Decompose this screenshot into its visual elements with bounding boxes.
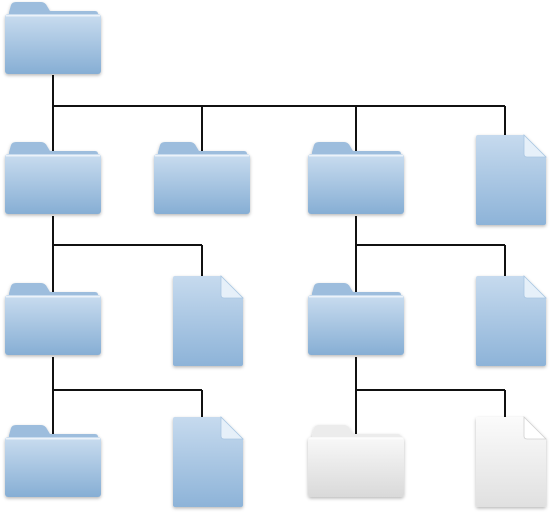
file-c2-document-icon[interactable] xyxy=(476,275,547,366)
folder-a1-folder-icon[interactable] xyxy=(5,283,101,355)
folder-c1-folder-icon[interactable] xyxy=(308,283,404,355)
root-folder-icon[interactable] xyxy=(5,2,101,74)
file-a1b-document-icon[interactable] xyxy=(173,416,244,507)
file-c1b-document-icon[interactable] xyxy=(476,416,547,507)
folder-c-folder-icon[interactable] xyxy=(308,142,404,214)
folder-c1a-folder-icon[interactable] xyxy=(308,425,404,497)
tree-nodes xyxy=(5,2,547,507)
folder-b-folder-icon[interactable] xyxy=(154,142,250,214)
connector-lines xyxy=(52,75,506,437)
folder-a-folder-icon[interactable] xyxy=(5,142,101,214)
folder-a1a-folder-icon[interactable] xyxy=(5,425,101,497)
file-a2-document-icon[interactable] xyxy=(173,275,244,366)
file-d-document-icon[interactable] xyxy=(476,134,547,225)
